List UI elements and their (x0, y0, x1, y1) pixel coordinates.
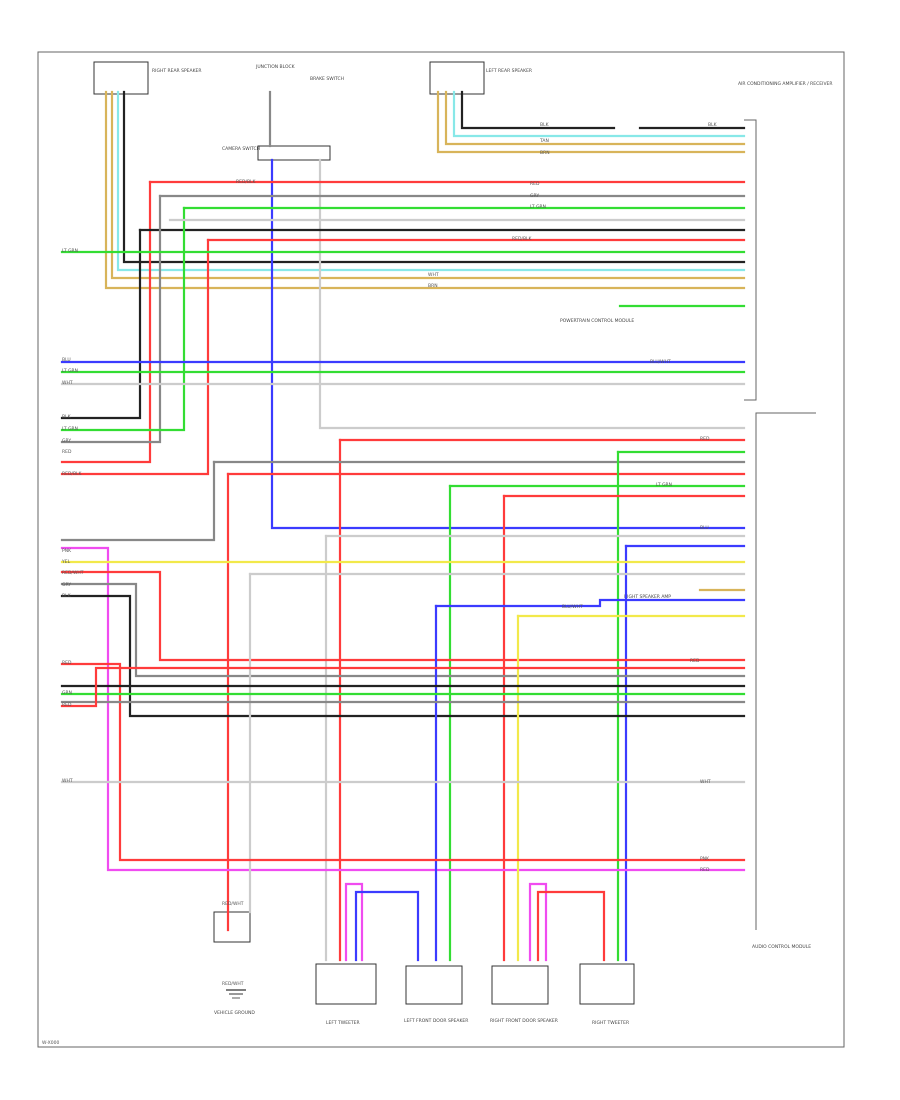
label-right-tweeter: RIGHT TWEETER (592, 1020, 629, 1026)
wire-label-37: BLU/WHT (650, 359, 671, 365)
wire-blue-11 (270, 158, 746, 530)
wire-label-group: BLK BLK TAN BRN RED RED/BLK GRY LT GRN L… (61, 122, 718, 987)
wire-black-8 (460, 90, 616, 130)
diagram-frame (37, 51, 845, 1048)
label-right-front-door-speaker: RIGHT FRONT DOOR SPEAKER (490, 1018, 558, 1024)
wire-label-19: RED (62, 449, 72, 455)
wire-label-35: RED/WHT (222, 901, 244, 907)
wire-black-49 (60, 594, 746, 718)
wire-gray-18 (60, 194, 162, 444)
wire-label-31: LT GRN (656, 482, 672, 488)
wire-magenta-45 (60, 546, 746, 872)
wire-label-18: GRY (62, 438, 71, 444)
wire-magenta-65 (528, 882, 548, 962)
label-camera-switch: CAMERA SWITCH (222, 146, 260, 152)
wire-label-10: RED/BLK (512, 236, 533, 242)
wire-label-15: WHT (62, 380, 73, 386)
wire-red-47 (60, 570, 746, 662)
amplifier-module-connector: AIR CONDITIONING AMPLIFIER / RECEIVER (738, 81, 833, 401)
wire-black-16 (60, 228, 142, 420)
camera-switch-component: JUNCTION BLOCK CAMERA SWITCH BRAKE SWITC… (222, 64, 344, 161)
wire-label-14: LT GRN (62, 368, 78, 374)
wire-red-66 (536, 890, 606, 962)
wire-label-6: RED/BLK (236, 179, 257, 185)
wire-tan-2 (110, 90, 746, 280)
label-air-conditioning-amplifier: AIR CONDITIONING AMPLIFIER / RECEIVER (738, 81, 833, 87)
wire-label-28: RED (62, 702, 72, 708)
wire-label-7: GRY (530, 193, 539, 199)
wire-black-4 (122, 90, 746, 264)
wire-gray-32 (60, 460, 216, 542)
wire-cyan-7 (452, 90, 746, 138)
left-tweeter-speaker: LEFT TWEETER (315, 963, 377, 1026)
wire-label-24: GRY (62, 582, 71, 588)
wire-cyan-3 (116, 90, 746, 272)
wire-blue-53 (434, 598, 746, 608)
wire-label-17: LT GRN (62, 426, 78, 432)
wire-tan-1 (104, 90, 746, 290)
label-right-rear-speaker: RIGHT REAR SPEAKER (152, 68, 202, 74)
wire-label-32: WHT (700, 779, 711, 785)
left-front-door-speaker: LEFT FRONT DOOR SPEAKER (404, 965, 468, 1024)
wire-magenta-63 (344, 882, 364, 962)
wire-label-11: WHT (428, 272, 439, 278)
label-left-tweeter: LEFT TWEETER (326, 1020, 360, 1026)
wire-label-8: LT GRN (530, 204, 546, 210)
wire-label-36: RED/WHT (222, 981, 244, 987)
wire-red-14 (60, 180, 152, 464)
wire-label-23: RED/WHT (62, 570, 84, 576)
label-right-speaker-amp: RIGHT SPEAKER AMP (624, 594, 671, 600)
wire-red-61 (60, 666, 746, 708)
wire-label-5: RED (530, 181, 540, 187)
wire-label-34: RED (700, 867, 710, 873)
wire-label-25: BLK (62, 593, 72, 599)
audio-control-module-connector: AUDIO CONTROL MODULE (752, 412, 816, 950)
wire-label-12: BRN (428, 283, 438, 289)
wire-label-29: WHT (62, 778, 73, 784)
label-brake-switch: BRAKE SWITCH (310, 76, 344, 82)
wire-label-4: BRN (540, 150, 550, 156)
wire-tan-6 (444, 90, 746, 146)
label-junction-block: JUNCTION BLOCK (255, 64, 296, 70)
wire-red-22 (60, 238, 210, 476)
wire-label-33: PNK (700, 856, 710, 862)
wire-label-2: BLK (708, 122, 718, 128)
wire-label-3: TAN (539, 138, 549, 144)
wire-red-57 (60, 662, 746, 862)
wire-label-22: YEL (61, 559, 71, 565)
right-tweeter-speaker: RIGHT TWEETER (579, 963, 635, 1026)
footer-code: W-X000 (42, 1040, 59, 1046)
wire-label-13: BLU (62, 357, 71, 363)
wire-label-26: RED (62, 660, 72, 666)
label-audio-control-module: AUDIO CONTROL MODULE (752, 944, 811, 950)
wire-label-9: LT GRN (62, 248, 78, 254)
wire-blue-64 (354, 890, 420, 962)
wire-lightgray-12 (318, 158, 746, 430)
left-rear-speaker-connector: RIGHT REAR SPEAKER (93, 61, 202, 95)
wire-label-30: BLU/WHT (562, 604, 583, 610)
ground-component: VEHICLE GROUND (213, 911, 255, 1016)
wire-label-40: RED (690, 658, 700, 664)
label-powertrain-control-module: POWERTRAIN CONTROL MODULE (560, 318, 634, 324)
wire-gray-48 (60, 582, 746, 678)
right-front-door-speaker: RIGHT FRONT DOOR SPEAKER (490, 965, 558, 1024)
wire-label-21: PNK (62, 548, 72, 554)
wire-label-1: BLK (540, 122, 550, 128)
wire-label-16: BLK (62, 414, 72, 420)
wire-label-39: BLU (700, 525, 709, 531)
right-rear-speaker-connector: LEFT REAR SPEAKER (429, 61, 532, 95)
wire-label-27: GRN (62, 690, 72, 696)
label-left-rear-speaker: LEFT REAR SPEAKER (486, 68, 532, 74)
wire-label-38: RED (700, 436, 710, 442)
wire-green-20 (60, 206, 186, 432)
wire-tan-5 (436, 90, 746, 154)
wire-group (60, 90, 746, 962)
label-left-front-door-speaker: LEFT FRONT DOOR SPEAKER (404, 1018, 468, 1024)
wire-label-20: RED/BLK (62, 471, 83, 477)
label-vehicle-ground: VEHICLE GROUND (214, 1010, 255, 1016)
